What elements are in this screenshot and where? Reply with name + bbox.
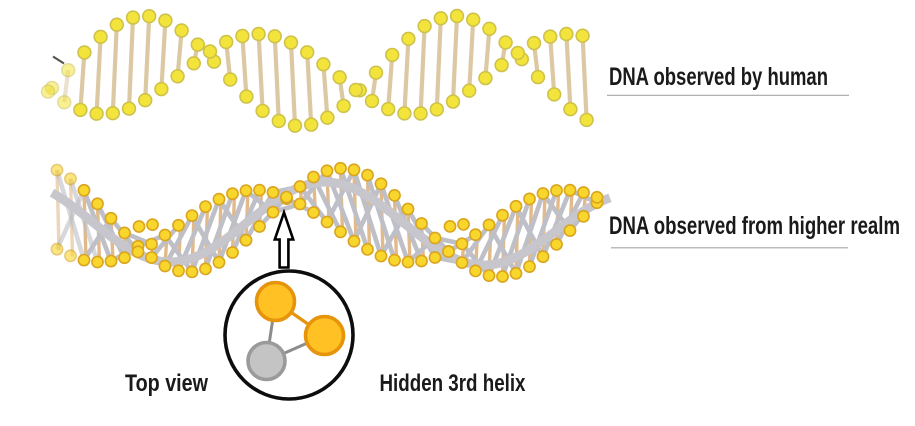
svg-text:Top view: Top view	[125, 370, 209, 397]
svg-text:Hidden 3rd helix: Hidden 3rd helix	[380, 370, 526, 397]
svg-text:DNA observed from higher realm: DNA observed from higher realm	[609, 212, 900, 240]
svg-text:DNA observed by human: DNA observed by human	[609, 63, 828, 91]
